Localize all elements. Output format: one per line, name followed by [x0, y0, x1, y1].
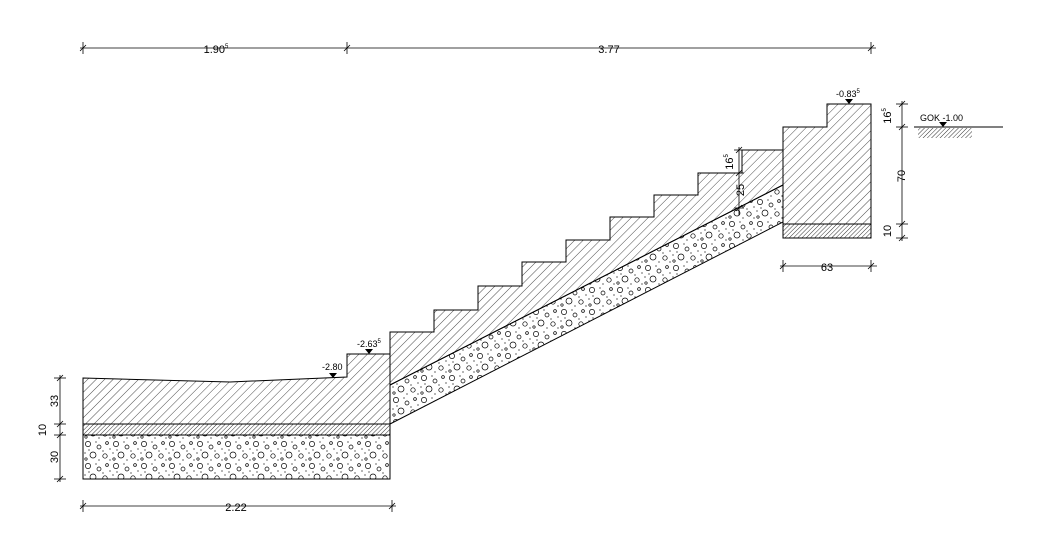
- lower-floor-slab: [82, 353, 391, 425]
- stair-gravel-bed: [389, 184, 784, 425]
- level-marker-lower-floor: [329, 373, 337, 378]
- ground-level: [914, 126, 1003, 138]
- level-marker-upper-landing: [845, 99, 853, 104]
- level-text-lower-floor: -2.80: [322, 362, 343, 372]
- dim-text-right-bottom: 10: [882, 225, 894, 237]
- dim-text-slab-thickness: 25: [735, 184, 747, 196]
- level-marker-ground: [939, 122, 947, 127]
- footing-dimension-line: [779, 260, 877, 272]
- dim-text-left-bottom: 30: [49, 451, 61, 463]
- lower-gravel-bed: [82, 434, 391, 480]
- riser-dimension-line: [734, 146, 744, 215]
- dim-text-footing-width: 63: [821, 262, 833, 274]
- top-dimension-line: [79, 42, 876, 54]
- dim-text-right-top: 165: [882, 108, 894, 124]
- lower-screed-layer: [82, 423, 391, 436]
- right-dimension-line: [896, 100, 908, 242]
- dim-text-top-left: 1.905: [204, 44, 229, 56]
- stair-flight: [389, 149, 784, 386]
- dim-text-riser: 165: [724, 154, 736, 170]
- level-text-lower-step: -2.635: [357, 339, 382, 349]
- dim-text-left-top: 33: [49, 395, 61, 407]
- dim-text-top-right: 3.77: [598, 44, 619, 56]
- bottom-dimension-line: [79, 500, 396, 512]
- upper-landing-footing: [782, 103, 872, 239]
- level-text-upper-landing: -0.835: [836, 89, 861, 99]
- level-marker-lower-step: [365, 349, 373, 354]
- dim-text-bottom-width: 2.22: [225, 502, 246, 514]
- dim-text-right-mid: 70: [896, 170, 908, 182]
- dim-text-left-mid: 10: [37, 424, 49, 436]
- left-dimension-line: [54, 374, 66, 483]
- level-text-ground: GOK -1.00: [920, 113, 963, 123]
